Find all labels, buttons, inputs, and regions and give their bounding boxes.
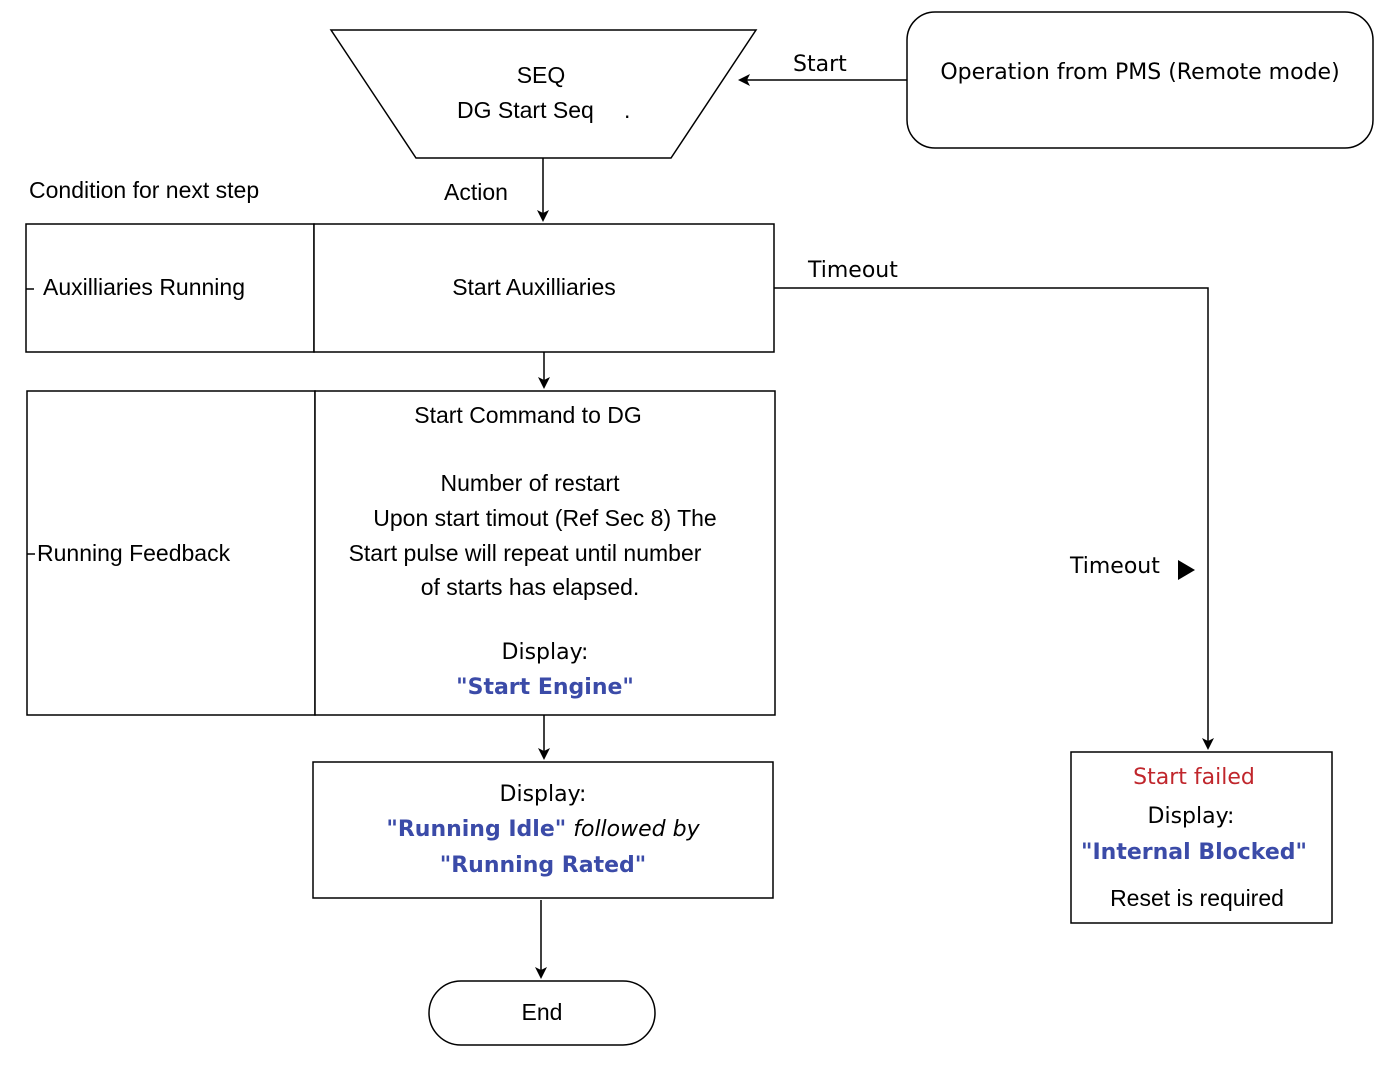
- running-display-label: Display:: [499, 782, 587, 807]
- start-failed-title: Start failed: [1133, 765, 1255, 790]
- condition-header: Condition for next step: [29, 177, 260, 203]
- timeout-top-label: Timeout: [808, 258, 898, 283]
- running-rated-value: "Running Rated": [439, 853, 647, 878]
- row2-display-label: Display:: [501, 640, 589, 665]
- end-terminator: [428, 980, 656, 1046]
- row1-condition-text: Auxilliaries Running: [43, 274, 245, 300]
- start-label: Start: [793, 52, 847, 77]
- row2-pulse-line: Start pulse will repeat until number: [348, 540, 702, 566]
- followed-by-text: followed by: [573, 817, 700, 842]
- end-label: End: [521, 999, 563, 1025]
- row2-display-value: "Start Engine": [456, 675, 634, 700]
- row1-action-text: Start Auxilliaries: [452, 274, 616, 300]
- start-failed-box: [1070, 751, 1333, 924]
- remote-mode-label: Operation from PMS (Remote mode): [940, 60, 1340, 85]
- timeout-path: [774, 287, 1214, 750]
- internal-blocked-value: "Internal Blocked": [1081, 840, 1307, 865]
- timeout-side-label: Timeout: [1070, 554, 1160, 579]
- timeout-pointer-icon: [1178, 560, 1195, 580]
- seq-subtitle: DG Start Seq: [457, 97, 594, 123]
- row2-elapsed-line: of starts has elapsed.: [420, 574, 640, 600]
- row2-action-cell: [314, 390, 776, 716]
- failed-display-label: Display:: [1147, 804, 1235, 829]
- row1-action-cell: [313, 223, 775, 353]
- seq-trapezoid: [329, 29, 758, 159]
- row2-condition-text: Running Feedback: [37, 540, 231, 566]
- seq-title: SEQ: [516, 62, 566, 88]
- row2-condition-cell: [26, 390, 316, 716]
- reset-required-note: Reset is required: [1110, 885, 1284, 911]
- row2-restart-line: Number of restart: [440, 470, 620, 496]
- seq-subtitle-dot: .: [624, 97, 631, 123]
- row2-action-title: Start Command to DG: [414, 402, 642, 428]
- running-display-box: [312, 761, 774, 899]
- action-label: Action: [444, 179, 508, 205]
- row2-timeout-line: Upon start timout (Ref Sec 8) The: [373, 505, 717, 531]
- running-idle-value: "Running Idle": [386, 817, 567, 842]
- running-display-line1: "Running Idle" followed by: [313, 817, 773, 843]
